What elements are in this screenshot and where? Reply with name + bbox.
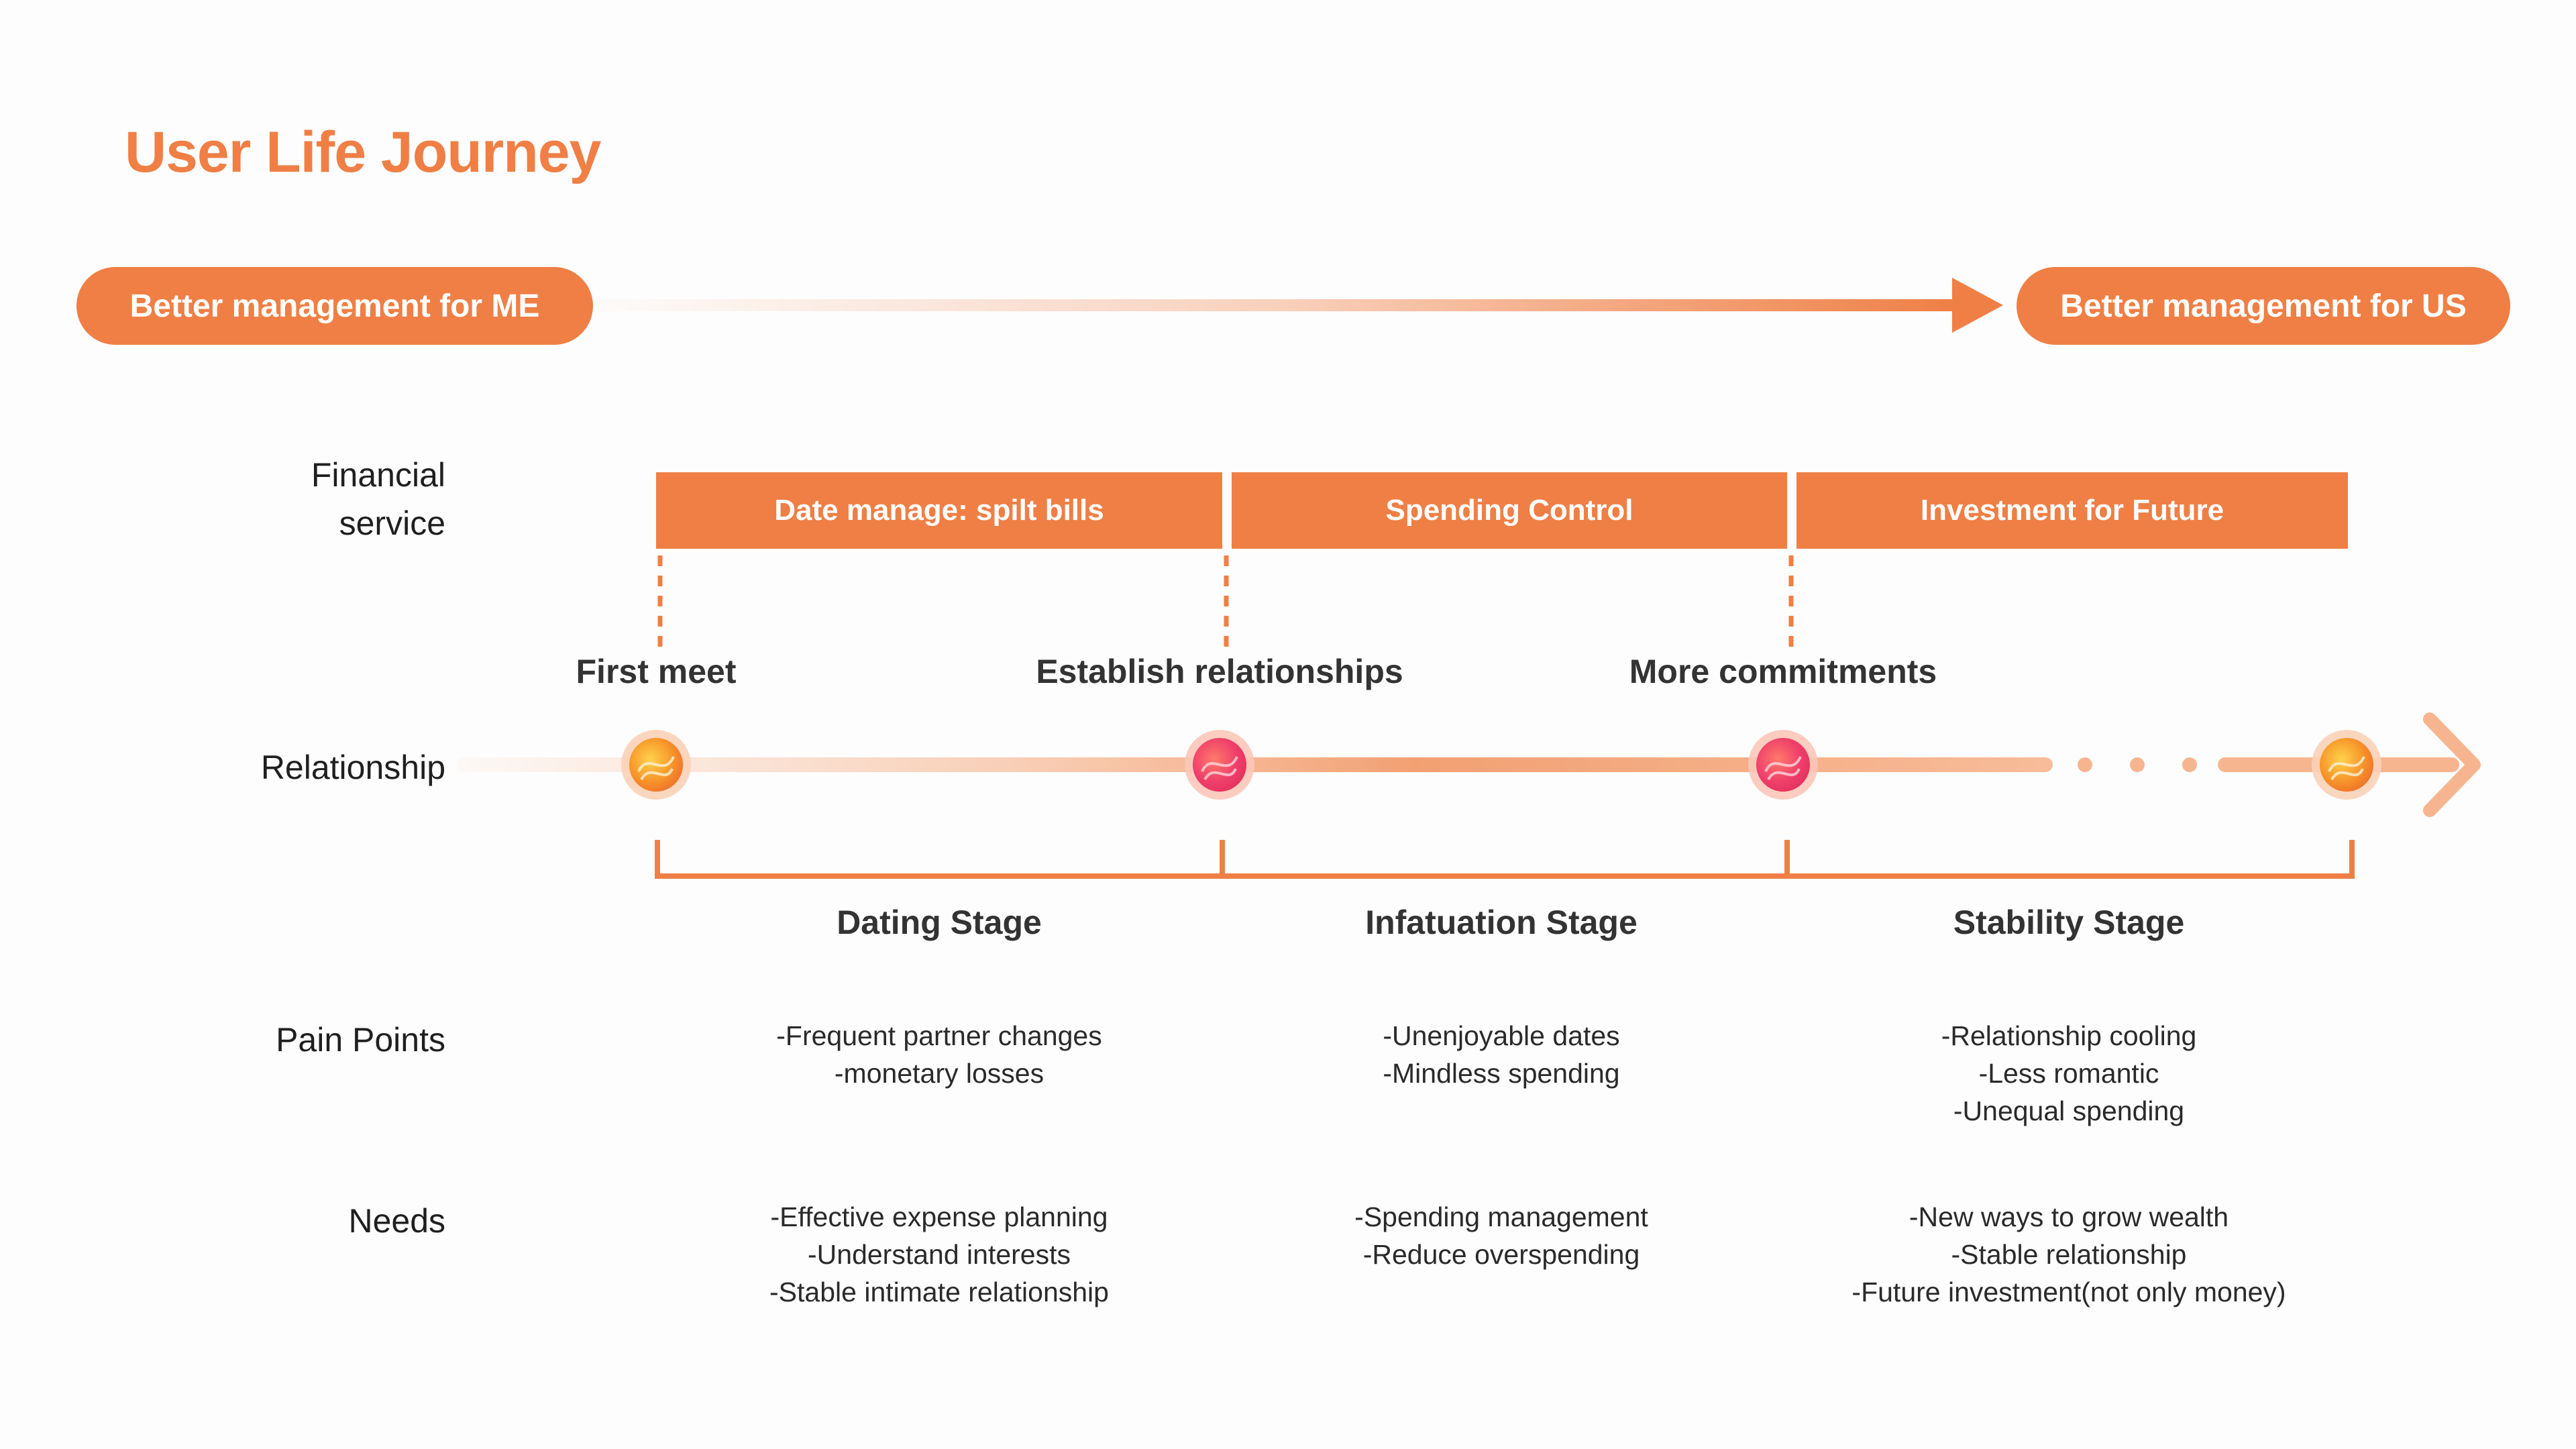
pain-points-label: Pain Points bbox=[276, 1021, 445, 1059]
pain-point-item: -Relationship cooling bbox=[1941, 1020, 2197, 1051]
need-item: -Reduce overspending bbox=[1362, 1239, 1640, 1270]
pain-points-infatuation: -Unenjoyable dates -Mindless spending bbox=[1383, 1017, 1619, 1092]
pain-point-item: -monetary losses bbox=[834, 1058, 1044, 1089]
stage-infatuation: Infatuation Stage bbox=[1365, 904, 1638, 941]
needs-infatuation: -Spending management -Reduce overspendin… bbox=[1354, 1198, 1648, 1273]
pain-point-item: -Mindless spending bbox=[1383, 1058, 1620, 1089]
progress-arrow-head bbox=[1952, 278, 2003, 333]
pain-point-item: -Unenjoyable dates bbox=[1383, 1020, 1620, 1051]
relationship-label: Relationship bbox=[260, 749, 445, 786]
need-item: -Stable intimate relationship bbox=[769, 1277, 1109, 1307]
financial-service-label: Financial service bbox=[311, 456, 445, 542]
need-item: -Understand interests bbox=[808, 1239, 1071, 1270]
pain-point-item: -Unequal spending bbox=[1953, 1095, 2185, 1126]
pain-point-item: -Frequent partner changes bbox=[776, 1020, 1102, 1051]
service-split-bills: Date manage: spilt bills bbox=[656, 472, 1222, 549]
better-for-me-pill: Better management for ME bbox=[76, 267, 593, 345]
pain-point-item: -Less romantic bbox=[1978, 1058, 2159, 1089]
progress-arrow-shaft bbox=[597, 299, 1959, 311]
needs-label: Needs bbox=[348, 1202, 445, 1240]
service-connectors bbox=[657, 555, 1794, 649]
need-item: -New ways to grow wealth bbox=[1909, 1201, 2229, 1232]
better-for-us-pill: Better management for US bbox=[2017, 267, 2510, 345]
relationship-nodes bbox=[621, 730, 2381, 800]
need-item: -Effective expense planning bbox=[770, 1201, 1108, 1232]
milestone-more-commitments: More commitments bbox=[1629, 653, 1937, 690]
stage-brackets bbox=[655, 840, 2355, 879]
need-item: -Future investment(not only money) bbox=[1851, 1277, 2286, 1307]
stage-dating: Dating Stage bbox=[837, 904, 1042, 941]
pain-points-stability: -Relationship cooling -Less romantic -Un… bbox=[1941, 1017, 2197, 1130]
pain-points-dating: -Frequent partner changes -monetary loss… bbox=[776, 1017, 1102, 1092]
needs-dating: -Effective expense planning -Understand … bbox=[769, 1198, 1109, 1311]
page-title: User Life Journey bbox=[125, 120, 601, 184]
need-item: -Stable relationship bbox=[1951, 1239, 2187, 1270]
service-spending-control: Spending Control bbox=[1232, 472, 1787, 549]
service-investment: Investment for Future bbox=[1796, 472, 2348, 549]
relationship-arrow-head bbox=[2423, 712, 2481, 817]
need-item: -Spending management bbox=[1354, 1201, 1648, 1232]
milestone-first-meet: First meet bbox=[576, 653, 737, 690]
milestone-establish-relationships: Establish relationships bbox=[1036, 653, 1403, 690]
stage-stability: Stability Stage bbox=[1953, 904, 2185, 941]
needs-stability: -New ways to grow wealth -Stable relatio… bbox=[1851, 1198, 2286, 1311]
